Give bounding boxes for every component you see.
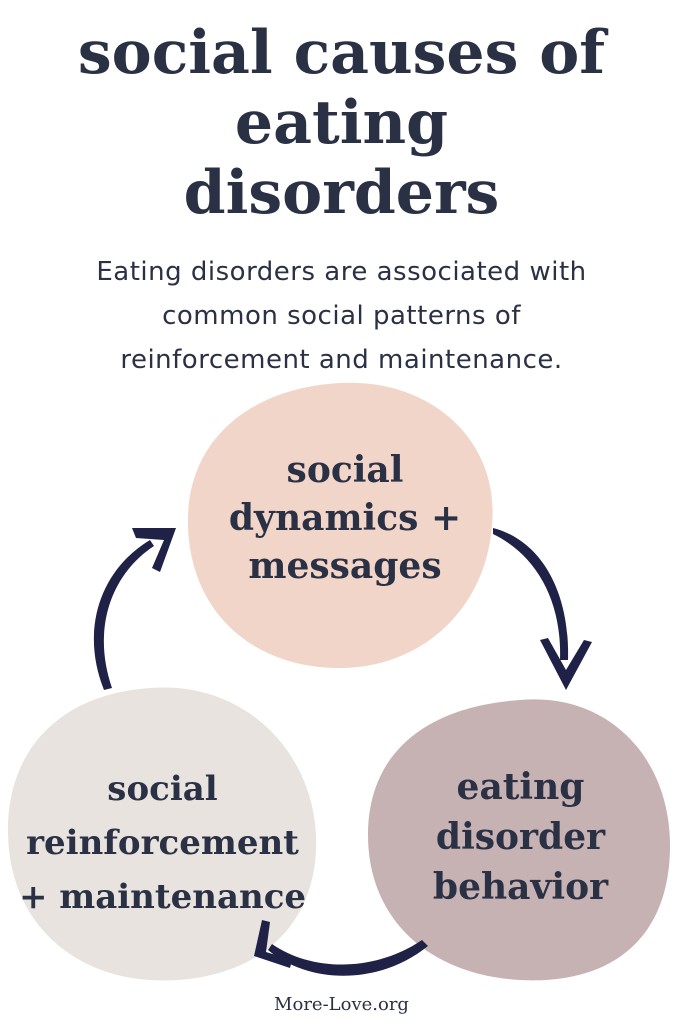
node-label-line: social — [286, 449, 404, 491]
node-blob-top — [187, 382, 493, 669]
node-label-social-dynamics: social dynamics + messages — [195, 446, 495, 590]
node-label-line: messages — [248, 545, 442, 587]
node-label-eating-disorder-behavior: eating disorder behavior — [378, 762, 663, 912]
page-title: social causes of eating disorders — [0, 18, 683, 228]
node-blob-left — [7, 687, 317, 981]
node-label-social-reinforcement: social reinforcement + maintenance — [5, 762, 320, 924]
node-label-line: dynamics + — [228, 497, 462, 539]
footer-site-name[interactable]: More-Love.org — [274, 994, 409, 1015]
node-label-line: + maintenance — [18, 877, 307, 917]
subtitle-line: common social patterns of — [162, 301, 521, 331]
node-label-line: eating — [456, 766, 585, 808]
arrow-top-to-right — [493, 528, 592, 690]
subtitle-line: Eating disorders are associated with — [96, 257, 587, 287]
page-subtitle: Eating disorders are associated with com… — [0, 250, 683, 382]
arrow-left-to-top — [93, 528, 176, 690]
node-blob-right — [368, 699, 671, 981]
node-label-line: reinforcement — [26, 823, 299, 863]
node-label-line: disorder — [435, 816, 606, 858]
node-label-line: social — [107, 769, 218, 809]
title-line: disorders — [183, 158, 500, 228]
title-line: social causes of — [77, 18, 606, 88]
title-line: eating — [234, 88, 449, 158]
node-label-line: behavior — [432, 866, 609, 908]
subtitle-line: reinforcement and maintenance. — [120, 345, 563, 375]
arrow-right-to-left — [254, 920, 428, 976]
